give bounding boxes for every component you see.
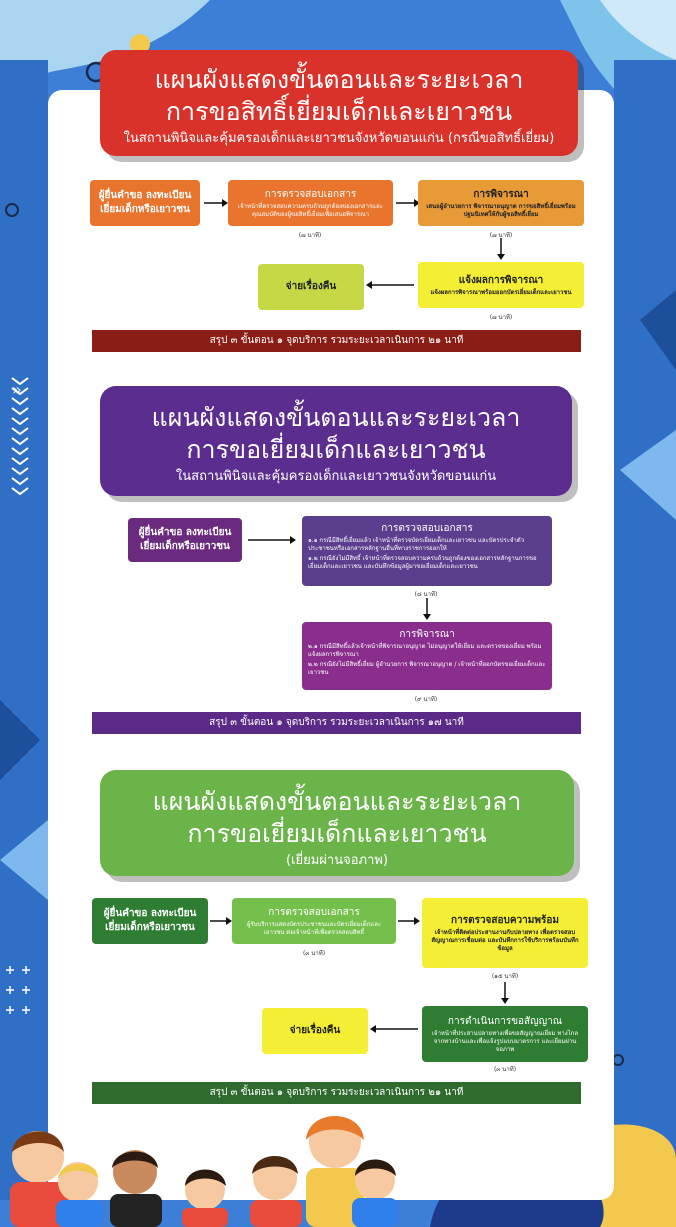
section1-step-check-time: (๗ นาที) (298, 232, 322, 239)
arrow-right-icon (396, 199, 420, 207)
section3-step-ready-desc: เจ้าหน้าที่ติดต่อประสานงานกับปลายทาง เพื… (431, 928, 579, 952)
section1-step-apply: ผู้ยื่นคำขอ ลงทะเบียน เยี่ยมเด็กหรือเยาว… (90, 180, 200, 226)
section1-step-consider: การพิจารณา เสนอผู้อำนวยการ พิจารณาอนุญาต… (418, 180, 584, 226)
section1-step-check: การตรวจสอบเอกสาร เจ้าหน้าที่ตรวจสอบความค… (228, 180, 393, 226)
section3-step-apply: ผู้ยื่นคำขอ ลงทะเบียน เยี่ยมเด็กหรือเยาว… (92, 898, 208, 944)
section2-step-apply: ผู้ยื่นคำขอ ลงทะเบียน เยี่ยมเด็กหรือเยาว… (128, 518, 242, 562)
section1-step-check-desc: เจ้าหน้าที่ตรวจสอบความครบถ้วนถูกต้องของเ… (238, 202, 383, 218)
children-illustration (10, 1116, 398, 1227)
section3-step-return: จ่ายเรื่องคืน (262, 1008, 368, 1054)
arrow-down-icon (501, 982, 509, 1004)
arrow-left-icon (370, 1025, 418, 1033)
section3-step-return-label: จ่ายเรื่องคืน (289, 1025, 341, 1036)
section2-step-consider-time: (๙ นาที) (414, 696, 438, 703)
section1-subtitle: ในสถานพินิจและคุ้มครองเด็กและเยาวชนจังหว… (123, 131, 555, 146)
arrow-right-icon (248, 536, 296, 544)
section2-title-line1: แผนผังแสดงขั้นตอนและระยะเวลา (151, 403, 521, 432)
section3-step-run-time: (๓ นาที) (493, 1066, 517, 1073)
section2-step-consider: การพิจารณา ๒.๑ กรณีมีสิทธิ์แล้วเจ้าหน้าท… (302, 622, 552, 690)
section3-title-line2: การขอเยี่ยมเด็กและเยาวชน (187, 819, 487, 848)
section1-step-notify: แจ้งผลการพิจารณา แจ้งผลการพิจารณาพร้อมออ… (418, 262, 584, 308)
section1-step-consider-time: (๗ นาที) (489, 232, 513, 239)
section2-subtitle: ในสถานพินิจและคุ้มครองเด็กและเยาวชนจังหว… (175, 469, 497, 484)
section3-step-apply-label: ผู้ยื่นคำขอ ลงทะเบียน เยี่ยมเด็กหรือเยาว… (103, 908, 197, 933)
section3-step-run: การดำเนินการขอสัญญาณ เจ้าหน้าที่ประสานปล… (422, 1006, 588, 1062)
section3-step-ready: การตรวจสอบความพร้อม เจ้าหน้าที่ติดต่อประ… (422, 898, 588, 968)
section3-step-run-desc: เจ้าหน้าที่ประสานปลายทางเพื่อขอสัญญาณเยี… (432, 1029, 578, 1053)
section2-step-check-desc1: ๑.๑ กรณีมีสิทธิ์เยี่ยมแล้ว เจ้าหน้าที่ตร… (308, 537, 525, 552)
section1-step-notify-desc: แจ้งผลการพิจารณาพร้อมออกบัตรเยี่ยมเด็กแล… (430, 288, 572, 296)
section2-step-apply-label: ผู้ยื่นคำขอ ลงทะเบียน เยี่ยมเด็กหรือเยาว… (138, 527, 232, 552)
section3-step-ready-title: การตรวจสอบความพร้อม (451, 914, 559, 926)
section1-title-line2: การขอสิทธิ์เยี่ยมเด็กและเยาวชน (165, 97, 513, 126)
section1-step-apply-label: ผู้ยื่นคำขอ ลงทะเบียน เยี่ยมเด็กหรือเยาว… (98, 190, 192, 215)
section1-step-check-title: การตรวจสอบเอกสาร (264, 188, 357, 200)
arrow-right-icon (398, 917, 420, 925)
section2-step-check-time: (๘ นาที) (414, 591, 438, 598)
arrow-down-icon (423, 598, 431, 620)
arrow-left-icon (366, 281, 414, 289)
section2-step-consider-title: การพิจารณา (399, 629, 455, 640)
section2-step-consider-desc1: ๒.๑ กรณีมีสิทธิ์แล้วเจ้าหน้าที่พิจารณาอน… (308, 643, 542, 658)
section3-step-ready-time: (๑๕ นาที) (491, 973, 519, 980)
section2-step-check: การตรวจสอบเอกสาร ๑.๑ กรณีมีสิทธิ์เยี่ยมแ… (302, 516, 552, 586)
section3-step-run-title: การดำเนินการขอสัญญาณ (447, 1015, 563, 1027)
section1-title-line1: แผนผังแสดงขั้นตอนและระยะเวลา (154, 65, 524, 94)
section2-step-check-title: การตรวจสอบเอกสาร (381, 523, 473, 534)
section2-title-line2: การขอเยี่ยมเด็กและเยาวชน (186, 435, 486, 464)
section1-step-consider-desc: เสนอผู้อำนวยการ พิจารณาอนุญาต การขอสิทธิ… (426, 202, 576, 218)
section3-subtitle: (เยี่ยมผ่านจอภาพ) (285, 853, 389, 868)
arrow-down-icon (497, 238, 505, 260)
section2-summary: สรุป ๓ ขั้นตอน ๑ จุดบริการ รวมระยะเวลาเน… (92, 712, 581, 734)
section3-title-line1: แผนผังแสดงขั้นตอนและระยะเวลา (152, 787, 522, 816)
section1-banner: แผนผังแสดงขั้นตอนและระยะเวลา การขอสิทธิ์… (100, 50, 578, 156)
arrow-right-icon (204, 199, 228, 207)
section3-step-check-title: การตรวจสอบเอกสาร (268, 906, 360, 918)
section1-summary: สรุป ๓ ขั้นตอน ๑ จุดบริการ รวมระยะเวลาเน… (92, 330, 581, 352)
section3-step-check-time: (๓ นาที) (302, 950, 326, 957)
section1-step-return-label: จ่ายเรื่องคืน (285, 281, 337, 292)
section3-summary: สรุป ๓ ขั้นตอน ๑ จุดบริการ รวมระยะเวลาเน… (92, 1082, 581, 1104)
section1-step-notify-title: แจ้งผลการพิจารณา (458, 274, 544, 286)
section1-step-consider-title: การพิจารณา (473, 188, 529, 200)
arrow-right-icon (210, 917, 232, 925)
section2-step-check-desc2: ๑.๒ กรณียังไม่มีสิทธิ์ เจ้าหน้าที่ตรวจสอ… (308, 555, 537, 570)
section3-step-check: การตรวจสอบเอกสาร ผู้รับบริการแสดงบัตรประ… (232, 898, 396, 944)
section2-banner: แผนผังแสดงขั้นตอนและระยะเวลา การขอเยี่ยม… (100, 386, 572, 496)
section3-banner: แผนผังแสดงขั้นตอนและระยะเวลา การขอเยี่ยม… (100, 770, 574, 876)
svg-text:»: » (12, 380, 22, 399)
section3-step-check-desc: ผู้รับบริการแสดงบัตรประชาชนและบัตรเยี่ยม… (246, 920, 382, 936)
section1-step-notify-time: (๗ นาที) (489, 314, 513, 321)
section2-step-consider-desc2: ๒.๒ กรณียังไม่มีสิทธิ์เยี่ยม ผู้อำนวยการ… (308, 661, 546, 676)
section1-step-return: จ่ายเรื่องคืน (258, 264, 364, 310)
